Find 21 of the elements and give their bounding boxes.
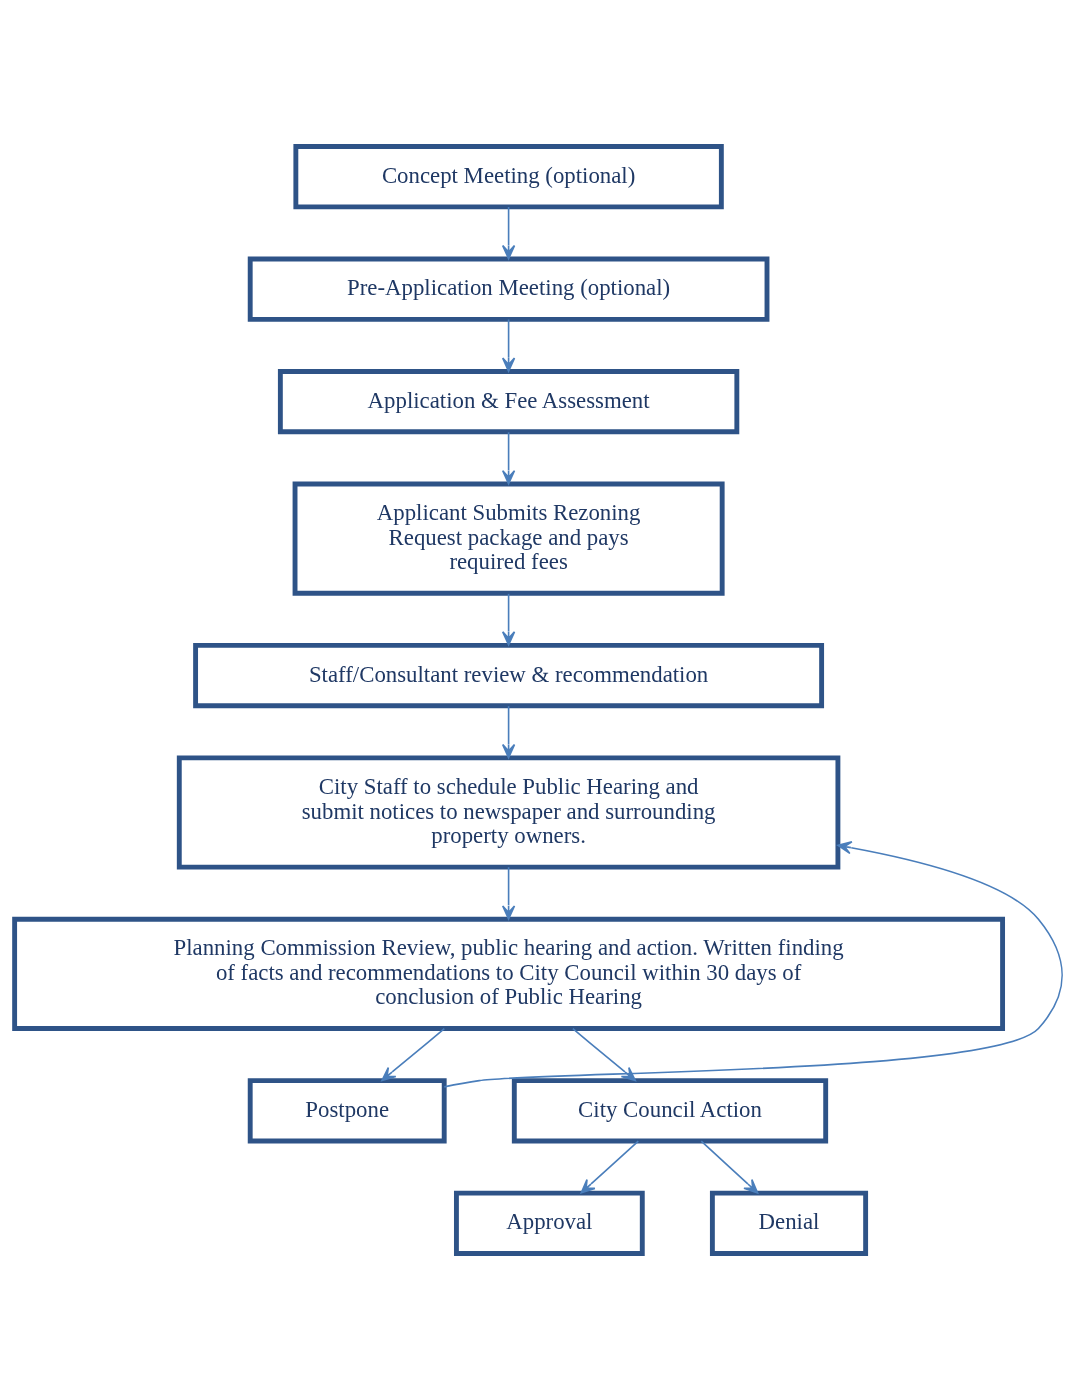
node-box: Approval — [454, 1190, 645, 1256]
arrow — [501, 704, 516, 758]
arrow — [501, 592, 516, 646]
node-box: Applicant Submits Rezoning Request package and pays required fees — [292, 481, 725, 596]
node-box: Staff/Consultant review & recommendation — [193, 642, 825, 708]
arrow — [501, 318, 516, 372]
node-box: Postpone — [247, 1077, 447, 1143]
arrow — [501, 430, 516, 485]
node-box: City Council Action — [511, 1077, 829, 1143]
arrow — [501, 205, 516, 259]
node-box: Concept Meeting (optional) — [293, 143, 724, 209]
arrow — [580, 1139, 640, 1194]
arrow — [381, 1027, 446, 1081]
arrow — [443, 840, 1064, 1088]
node-box: City Staff to schedule Public Hearing and submit notices to newspaper and surrounding property owners. — [176, 754, 841, 870]
arrow — [501, 865, 516, 920]
node-box: Application & Fee Assessment — [277, 368, 740, 434]
arrow — [700, 1139, 759, 1194]
node-box: Planning Commission Review, public hearing and action. Written finding of facts and recommendations to City Council within 30 days of conclusion of Public Hearing — [12, 916, 1005, 1031]
node-box: Denial — [709, 1190, 869, 1256]
node-box: Pre-Application Meeting (optional) — [247, 256, 770, 322]
